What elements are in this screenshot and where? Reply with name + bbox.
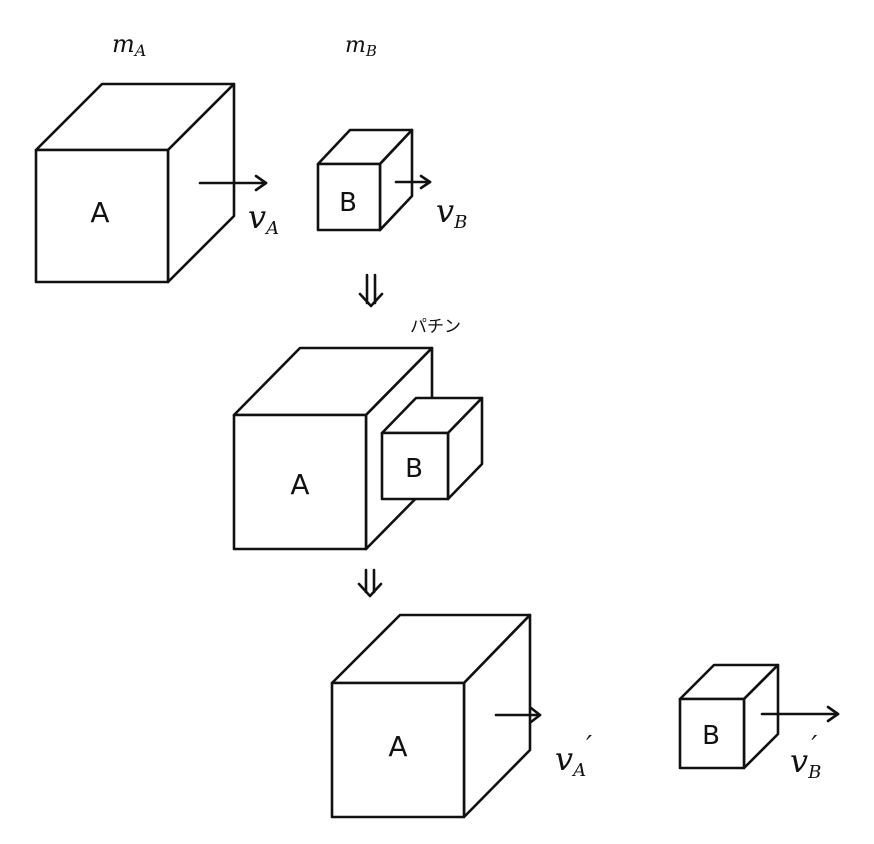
cube-a-before: A <box>34 82 236 284</box>
velocity-a-prime-arrow <box>494 706 542 724</box>
velocity-b-prime-arrow <box>760 705 840 723</box>
cube-b-after: B <box>678 663 780 770</box>
velocity-a-prime-label: vA′ <box>555 731 592 781</box>
cube-b-collision-label: B <box>405 454 423 484</box>
stage-collision: パチン A B <box>232 317 484 551</box>
cube-b-after-label: B <box>702 721 720 751</box>
velocity-b-prime-label: vB′ <box>790 731 821 783</box>
cube-a-after-label: A <box>388 730 407 763</box>
velocity-a-label: vA <box>248 198 279 239</box>
cube-b-label: B <box>339 188 357 218</box>
mass-a-label: mA <box>112 30 146 60</box>
cube-b-before: B <box>316 128 414 232</box>
stage-before: mA mB A vA B vB <box>34 30 467 284</box>
transition-arrow-1 <box>358 273 384 308</box>
velocity-a-arrow <box>198 174 268 192</box>
velocity-b-arrow <box>394 174 432 190</box>
collision-sound-label: パチン <box>410 317 461 337</box>
cube-a-after: A <box>330 613 532 819</box>
mass-b-label: mB <box>345 33 377 60</box>
cube-a-label: A <box>90 196 109 229</box>
velocity-b-label: vB <box>436 192 467 233</box>
stage-after: A vA′ B vB′ <box>330 613 840 819</box>
transition-arrow-2 <box>357 568 383 598</box>
cube-b-collision: B <box>380 396 484 501</box>
cube-a-collision-label: A <box>290 468 309 501</box>
